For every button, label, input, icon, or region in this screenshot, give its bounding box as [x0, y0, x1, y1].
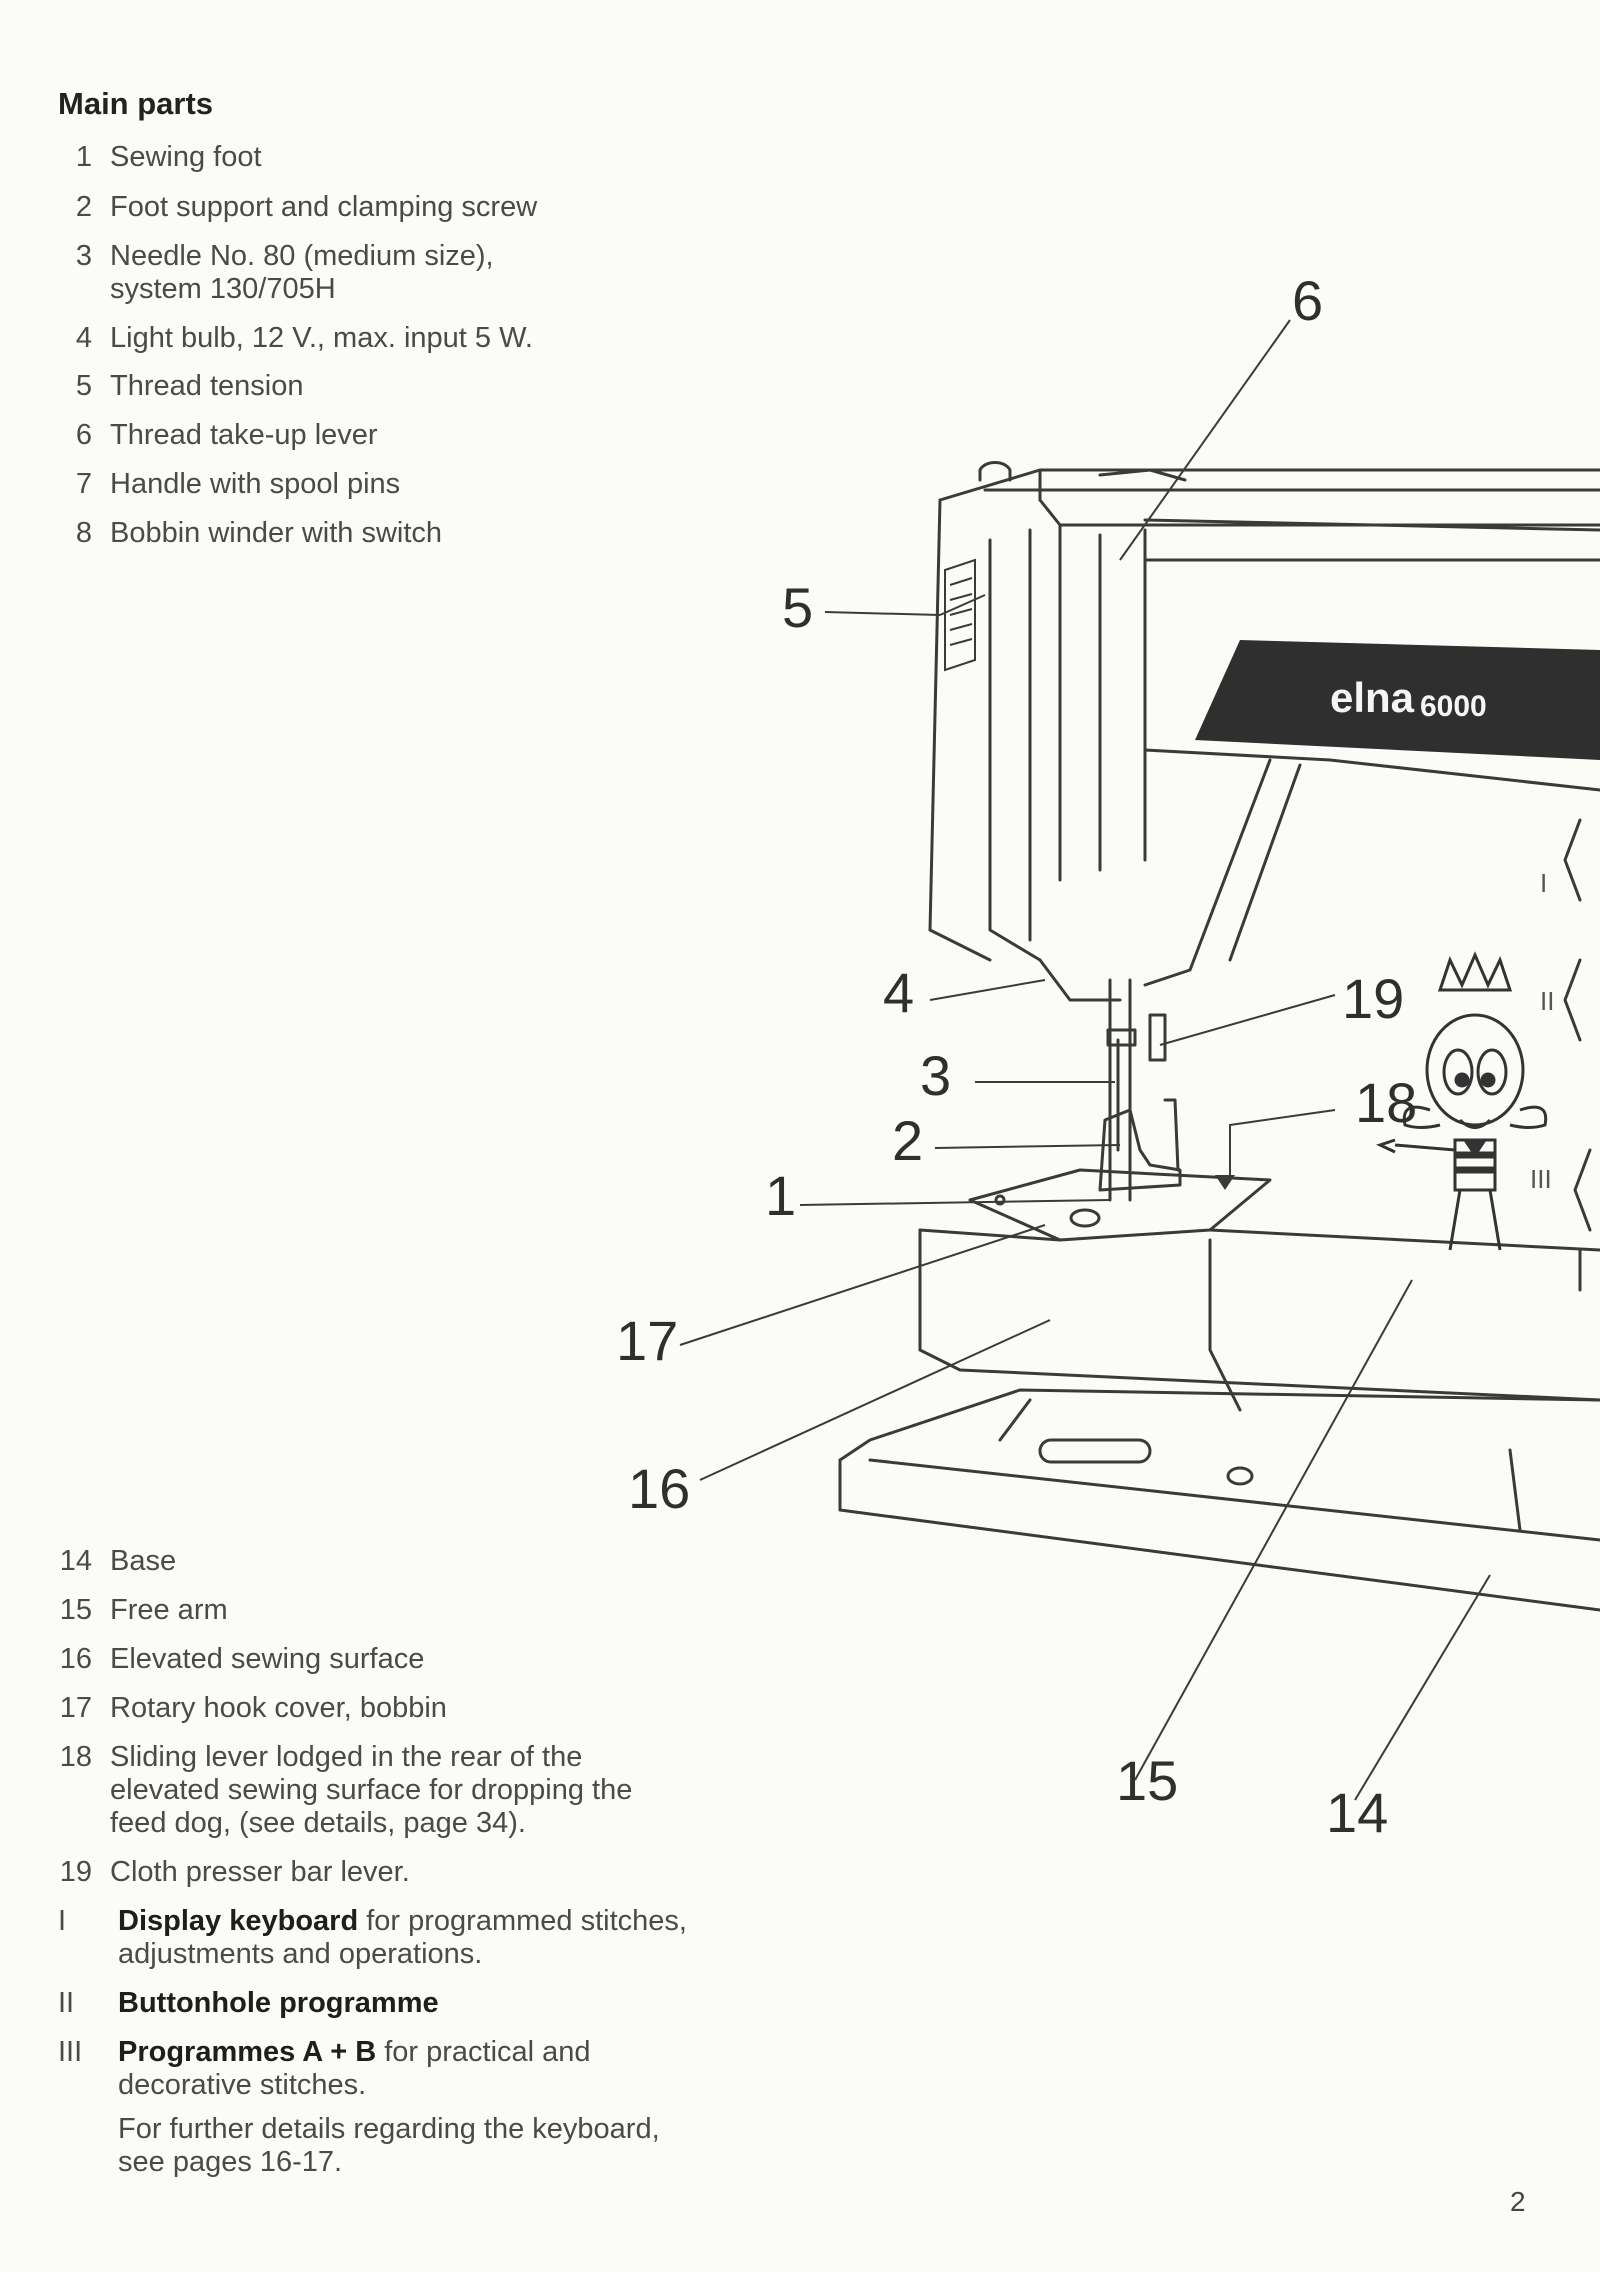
callout-18: 18: [1355, 1071, 1417, 1134]
callout-15: 15: [1116, 1749, 1178, 1812]
part-item-bold: Buttonhole programme: [118, 1987, 439, 2019]
part-item-bold: Display keyboard: [118, 1905, 359, 1937]
callout-14: 14: [1326, 1781, 1388, 1844]
callout-5: 5: [782, 576, 813, 639]
callout-17: 17: [616, 1309, 678, 1372]
brand-model: 6000: [1420, 690, 1487, 723]
part-item-bold: Programmes A + B: [118, 2036, 377, 2068]
callout-4: 4: [883, 961, 914, 1024]
brand-plate: elna 6000: [1195, 640, 1600, 760]
callout-numbers: 6 5 4 3 2 1 19 18 17 16 15 14: [616, 269, 1417, 1844]
page-heading: Main parts: [58, 86, 214, 121]
thread-tension-dial-icon: [944, 558, 976, 672]
callout-6: 6: [1292, 269, 1323, 332]
panel-label-ii: II: [1540, 986, 1554, 1016]
bee-mascot-icon: [1375, 951, 1548, 1251]
page-number: 2: [1510, 2186, 1526, 2217]
brand-name: elna: [1330, 674, 1415, 721]
callout-16: 16: [628, 1457, 690, 1520]
callout-3: 3: [920, 1044, 951, 1107]
callout-1: 1: [765, 1164, 796, 1227]
panel-label-i: I: [1540, 868, 1547, 898]
callout-19: 19: [1342, 967, 1404, 1030]
callout-2: 2: [892, 1109, 923, 1172]
panel-label-iii: III: [1530, 1164, 1552, 1194]
